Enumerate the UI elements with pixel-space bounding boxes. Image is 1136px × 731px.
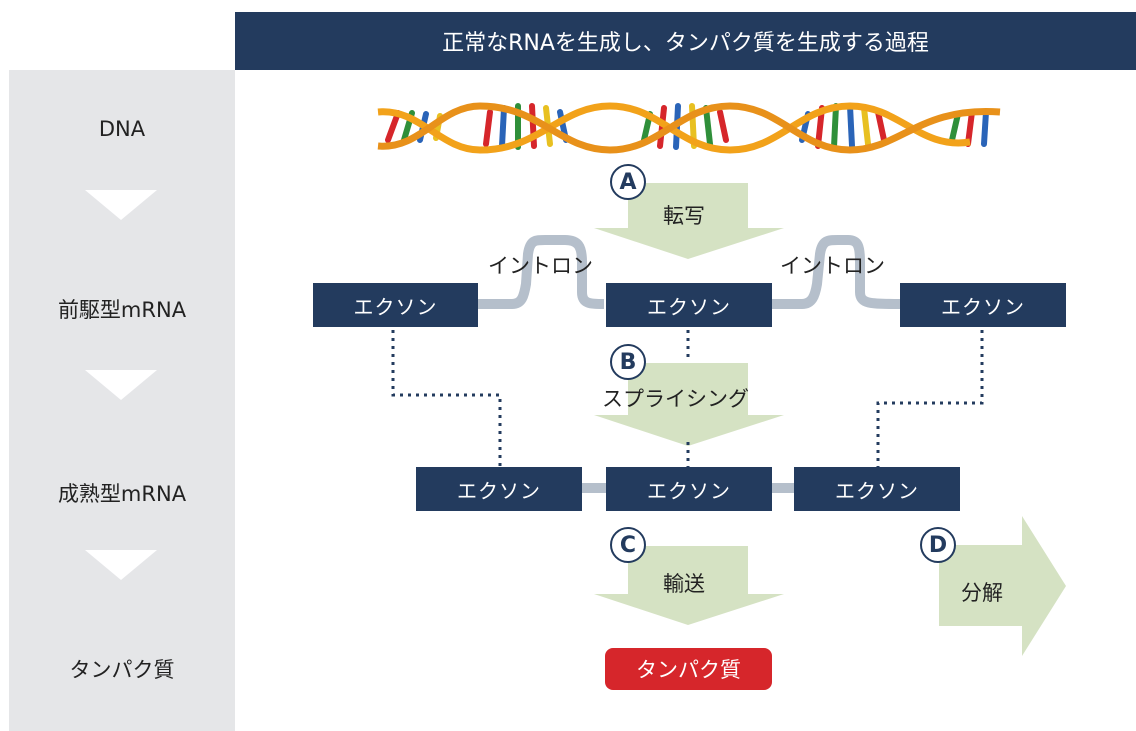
exon-block: エクソン [416,467,582,511]
step-label-degradation: 分解 [961,581,1003,605]
intron-label: イントロン [488,254,593,278]
exon-block: エクソン [606,467,772,511]
step-label-splicing: スプライシング [602,387,749,411]
degradation-arrow [939,516,1066,656]
exon-block: エクソン [313,283,478,327]
step-label-transcription: 転写 [663,204,705,228]
step-marker-d: D [920,527,956,563]
step-label-transport: 輸送 [663,572,705,596]
stage-down-arrow [85,190,157,220]
transport-arrow [594,546,784,625]
stage-sidebar [9,70,235,731]
protein-badge: タンパク質 [605,648,772,690]
splicing-arrow [594,363,784,446]
dna-helix-icon [377,102,1001,154]
stage-label-mature-mrna: 成熟型mRNA [57,482,187,506]
stage-down-arrow [85,370,157,400]
step-marker-c: C [610,527,646,563]
exon-block: エクソン [606,283,772,327]
exon-guide-line [391,330,502,468]
exon-block: エクソン [794,467,960,511]
transcription-arrow [594,183,784,259]
intron-loop [772,235,901,309]
stage-down-arrow [85,550,157,580]
step-marker-a: A [610,164,646,200]
diagram-title: 正常なRNAを生成し、タンパク質を生成する過程 [235,12,1136,70]
intron-loop [478,235,605,309]
exon-guide-line [876,330,984,468]
stage-label-pre-mrna: 前駆型mRNA [57,298,187,322]
intron-label: イントロン [780,254,885,278]
stage-label-protein: タンパク質 [69,658,175,682]
step-marker-b: B [610,344,646,380]
stage-label-dna: DNA [98,117,146,141]
exon-block: エクソン [900,283,1066,327]
